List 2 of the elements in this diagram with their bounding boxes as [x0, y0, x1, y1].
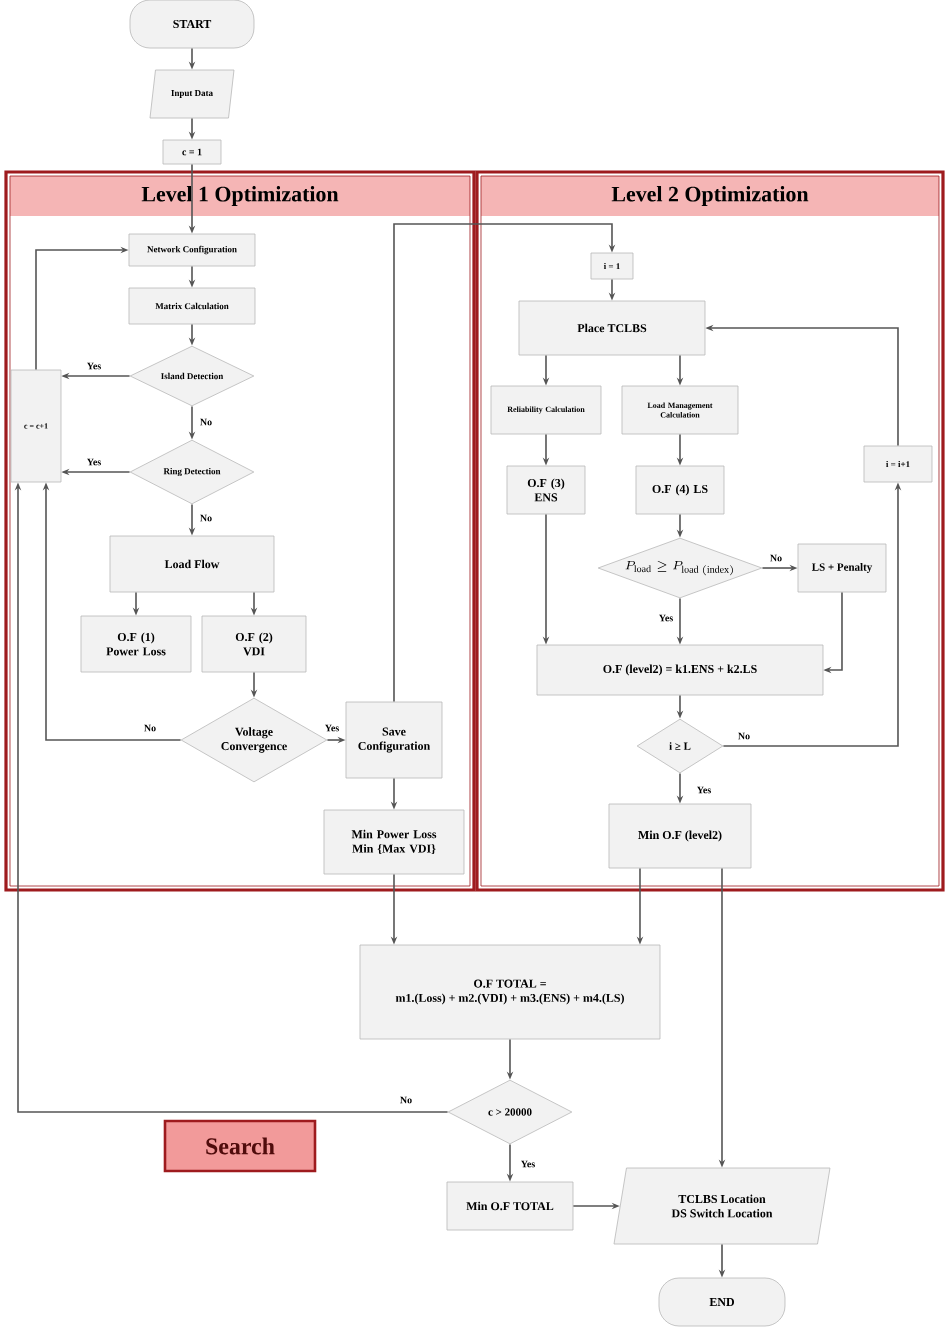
search-box: Search: [163, 1119, 317, 1173]
arrow: [393, 223, 616, 703]
